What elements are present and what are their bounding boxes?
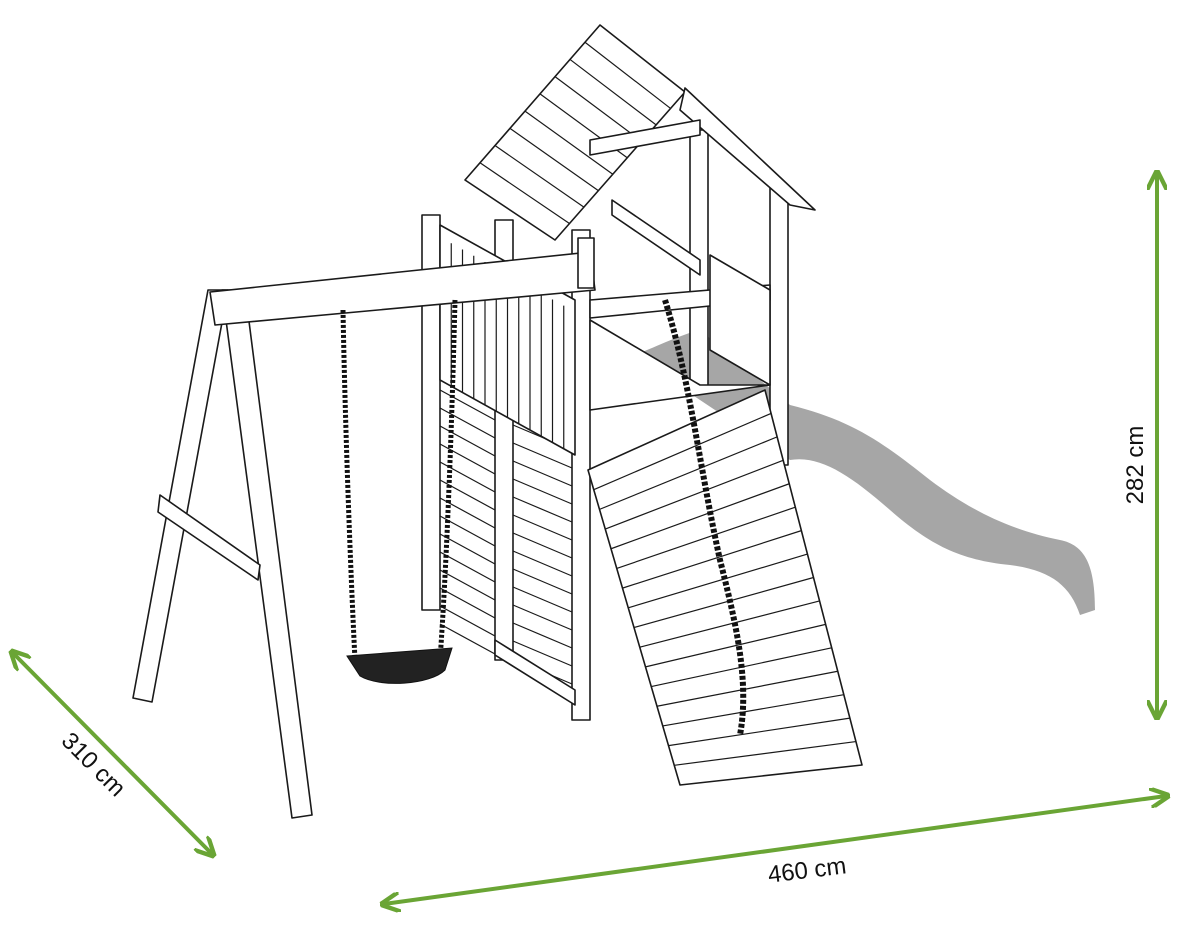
slat — [512, 550, 573, 577]
slat — [512, 496, 573, 523]
width-arrow — [384, 796, 1166, 904]
slat — [584, 41, 671, 109]
slat — [605, 459, 784, 530]
swing-frame — [132, 237, 596, 819]
slat — [439, 587, 496, 619]
slat — [439, 569, 496, 601]
slat — [512, 640, 573, 667]
slat — [599, 436, 778, 510]
slat — [439, 623, 496, 655]
slat — [633, 576, 814, 629]
slat — [512, 478, 573, 505]
slat — [662, 694, 844, 727]
slat — [512, 622, 573, 649]
swing-seat — [346, 647, 453, 684]
slat — [628, 553, 808, 609]
dimension-arrows — [13, 174, 1166, 904]
slat — [512, 514, 573, 541]
slat — [569, 58, 657, 126]
slat — [512, 532, 573, 559]
depth-arrow — [13, 653, 212, 854]
slat — [622, 530, 802, 589]
slat — [439, 443, 496, 475]
slat — [439, 389, 496, 421]
slat — [439, 407, 496, 439]
slat — [479, 162, 570, 225]
slat — [593, 412, 772, 491]
slat — [512, 460, 573, 487]
slat — [668, 717, 850, 747]
slat — [610, 483, 790, 550]
slat — [494, 145, 585, 208]
slat — [674, 740, 857, 766]
slat — [439, 551, 496, 583]
height-label: 282 cm — [1122, 426, 1149, 505]
slat — [512, 604, 573, 631]
climbing-rope — [662, 299, 747, 736]
slat — [639, 600, 820, 648]
slat — [616, 506, 796, 570]
depth-label: 310 cm — [56, 727, 131, 802]
ramp — [587, 299, 863, 786]
slat — [645, 623, 826, 668]
slat — [512, 442, 573, 469]
slat — [524, 110, 614, 175]
slat — [439, 533, 496, 565]
slat — [439, 605, 496, 637]
width-label: 460 cm — [766, 852, 847, 888]
slat — [509, 127, 599, 192]
slat — [512, 568, 573, 595]
slat — [554, 76, 643, 142]
slat — [656, 670, 838, 707]
slat — [512, 586, 573, 613]
